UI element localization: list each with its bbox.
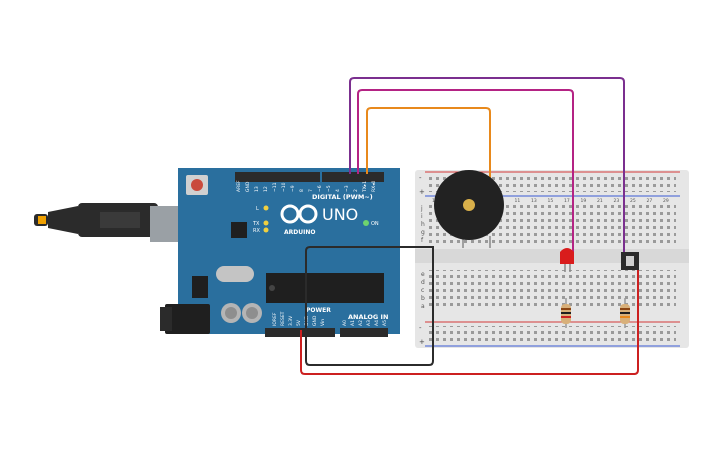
- digital-pin-label: 7: [308, 189, 314, 192]
- power-pin-label: IOREF: [272, 312, 278, 326]
- column-number: 29: [663, 198, 669, 204]
- wires: [300, 77, 639, 375]
- digital-pin-label: 4: [335, 189, 341, 192]
- digital-pin-label: TX▸1: [362, 181, 368, 193]
- analog-pin-label: A1: [350, 320, 356, 326]
- usb-cable[interactable]: [34, 203, 208, 242]
- column-number: 23: [614, 198, 620, 204]
- on-led: [363, 220, 369, 226]
- wire-red[interactable]: [300, 270, 639, 375]
- column-number: 1: [432, 198, 435, 204]
- tx-led: [263, 220, 269, 226]
- power-pin-label: 5V: [296, 319, 302, 326]
- column-number: 13: [531, 198, 537, 204]
- wire-black[interactable]: [305, 246, 434, 366]
- bottom-power-rail[interactable]: [428, 326, 676, 342]
- digital-pin-label: ~9: [290, 185, 296, 192]
- rx-label: RX: [253, 228, 260, 234]
- digital-pin-label: ~10: [281, 182, 287, 192]
- arduino-logo: [280, 204, 318, 224]
- analog-pin-label: A2: [358, 320, 364, 326]
- digital-pin-label: ~5: [326, 185, 332, 192]
- column-number: 11: [515, 198, 521, 204]
- row-letter: j: [420, 205, 423, 212]
- analog-pin-label: A3: [366, 320, 372, 326]
- digital-label: DIGITAL (PWM~): [312, 193, 373, 201]
- digital-pin-label: 2: [353, 189, 359, 192]
- row-letter: c: [421, 287, 424, 294]
- voltage-regulator: [192, 276, 208, 298]
- row-letter: h: [421, 221, 425, 228]
- l-label: L: [256, 206, 259, 212]
- digital-header-left: [235, 172, 320, 182]
- row-letter: d: [421, 279, 425, 286]
- crystal-oscillator: [216, 266, 254, 282]
- row-letter: a: [421, 303, 425, 310]
- row-letter: e: [421, 271, 425, 278]
- rx-led: [263, 227, 269, 233]
- power-label: POWER: [306, 307, 331, 314]
- bottom-rail-plus: +: [419, 338, 425, 346]
- column-number: 25: [630, 198, 636, 204]
- bottom-rail-minus: -: [419, 324, 422, 332]
- analog-pin-label: A5: [382, 320, 388, 326]
- row-letter: g: [421, 229, 425, 236]
- l-led: [263, 205, 269, 211]
- analog-pin-label: A0: [342, 320, 348, 326]
- column-number: 27: [647, 198, 653, 204]
- column-number: 21: [597, 198, 603, 204]
- analog-header: [340, 328, 388, 337]
- analog-pin-label: A4: [374, 320, 380, 326]
- tx-label: TX: [252, 221, 260, 227]
- power-pin-label: Vin: [320, 319, 326, 326]
- digital-pin-label: RX◂0: [371, 181, 377, 192]
- top-rail-plus: +: [419, 188, 425, 196]
- column-number: 19: [581, 198, 587, 204]
- pushbutton[interactable]: [621, 252, 639, 270]
- digital-pin-label: AREF: [236, 180, 242, 192]
- wire-purple[interactable]: [349, 77, 625, 262]
- power-pin-label: 3.3V: [288, 315, 294, 326]
- digital-pin-label: ~3: [344, 185, 350, 192]
- power-pin-label: GND: [312, 315, 318, 326]
- arduino-brand: ARDUINO: [284, 229, 315, 236]
- wire-magenta[interactable]: [357, 89, 574, 258]
- usb-chip: [231, 222, 247, 238]
- wire-orange[interactable]: [366, 107, 491, 190]
- red-led[interactable]: [560, 248, 574, 272]
- digital-pin-label: ~6: [317, 185, 323, 192]
- resistor-2[interactable]: [620, 298, 630, 328]
- row-letter: b: [421, 295, 425, 302]
- arduino-uno-board[interactable]: UNO ARDUINO DIGITAL (PWM~) ANALOG IN POW…: [160, 168, 400, 337]
- on-label: ON: [371, 221, 379, 227]
- digital-pin-label: 13: [254, 186, 260, 192]
- column-number: 15: [548, 198, 554, 204]
- digital-pin-label: 8: [299, 189, 305, 192]
- top-rail-minus: -: [419, 174, 422, 182]
- uno-label: UNO: [322, 205, 358, 224]
- digital-pin-label: 12: [263, 186, 269, 192]
- digital-pin-label: GND: [245, 181, 251, 192]
- digital-header-right: [322, 172, 384, 182]
- bottom-terminal-strip[interactable]: [428, 270, 676, 310]
- column-number: 17: [564, 198, 570, 204]
- row-letter: f: [421, 237, 424, 244]
- dc-power-jack: [165, 304, 210, 334]
- atmega-chip: [266, 273, 384, 303]
- row-letter: i: [421, 213, 423, 220]
- power-pin-label: RESET: [280, 311, 286, 326]
- digital-pin-label: ~11: [272, 182, 278, 192]
- analog-label: ANALOG IN: [348, 313, 388, 321]
- resistor-1[interactable]: [561, 298, 571, 328]
- piezo-buzzer[interactable]: [434, 170, 504, 248]
